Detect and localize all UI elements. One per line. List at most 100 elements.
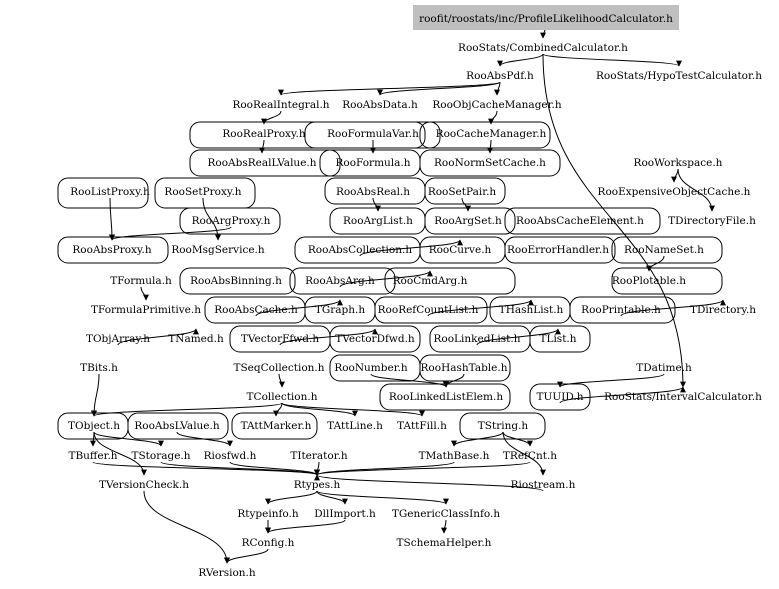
node-label: THashList.h	[499, 304, 564, 316]
node-label: RooErrorHandler.h	[507, 244, 609, 256]
dependency-edge	[377, 81, 501, 96]
node-label: RooWorkspace.h	[634, 157, 723, 169]
edge-bundle-outline	[424, 177, 506, 205]
node-label: TRefCnt.h	[503, 450, 557, 462]
node-label: RooCurve.h	[429, 244, 492, 256]
dependency-edge	[314, 461, 531, 476]
dependency-edge	[93, 431, 164, 447]
dependency-edge	[559, 386, 686, 404]
node-label: RooAbsRealLValue.h	[207, 157, 316, 169]
edge-bundle-outline	[611, 267, 723, 295]
node-label: TVectorFfwd.h	[241, 333, 319, 345]
graph-node: RooAbsRealLValue.h	[207, 157, 316, 169]
node-label: RooListProxy.h	[70, 186, 150, 198]
graph-node: Riostream.h	[511, 479, 576, 491]
dependency-edge	[265, 519, 346, 534]
graph-node: RooAbsArg.h	[305, 275, 375, 287]
node-label: TBuffer.h	[68, 450, 117, 462]
node-label: TDatime.h	[636, 362, 692, 374]
dependency-edge	[265, 490, 318, 505]
node-label: RooExpensiveObjectCache.h	[598, 186, 751, 198]
dependency-edge	[359, 239, 463, 257]
graph-node: RooRealIntegral.h	[232, 99, 329, 111]
graph-node: TObjArray.h	[86, 333, 150, 345]
graph-node: Riosfwd.h	[204, 450, 257, 462]
node-label: RooAbsArg.h	[305, 275, 375, 287]
node-label: TString.h	[478, 420, 529, 432]
dependency-edge	[92, 461, 320, 476]
node-label: RooLinkedList.h	[434, 333, 521, 345]
graph-node: TFormulaPrimitive.h	[91, 304, 201, 316]
node-label: RooSetPair.h	[428, 186, 497, 198]
node-label: TFormula.h	[110, 275, 172, 287]
graph-node: TList.h	[539, 333, 576, 345]
dependency-edge	[140, 286, 149, 301]
edge-bundle-outline	[329, 325, 421, 353]
graph-node: RooCmdArg.h	[393, 275, 468, 287]
node-label: RooObjCacheManager.h	[432, 99, 561, 111]
node-label: RooStats/CombinedCalculator.h	[458, 42, 628, 54]
graph-node: RooErrorHandler.h	[507, 244, 609, 256]
dependency-edge	[487, 139, 494, 154]
dependency-edge	[502, 431, 546, 476]
node-label: RooRefCountList.h	[378, 304, 479, 316]
node-label: RooNormSetCache.h	[434, 157, 546, 169]
edge-bundle-outline	[57, 177, 149, 209]
node-label: TUUID.h	[537, 391, 584, 403]
graph-node: RooSetPair.h	[428, 186, 497, 198]
dependency-edge	[281, 402, 358, 417]
node-label: TDirectoryFile.h	[668, 215, 756, 227]
graph-node: DllImport.h	[314, 508, 376, 520]
graph-node: TFormula.h	[110, 275, 172, 287]
edges-layer	[57, 24, 726, 564]
graph-node: RooArgSet.h	[434, 215, 502, 227]
node-label: RooNumber.h	[334, 362, 408, 374]
node-label: RooPrintable.h	[581, 304, 661, 316]
node-label: RooArgList.h	[343, 215, 413, 227]
node-label: RooAbsCacheElement.h	[516, 215, 644, 227]
graph-node: RooFormulaVar.h	[327, 128, 419, 140]
graph-node: TVectorFfwd.h	[241, 333, 319, 345]
node-label: RooArgSet.h	[434, 215, 502, 227]
dependency-edge	[143, 490, 230, 564]
edge-bundle-outline	[374, 296, 488, 324]
graph-node: RooAbsReal.h	[336, 186, 410, 198]
node-label: RooAbsData.h	[342, 99, 418, 111]
graph-node: RooAbsCollection.h	[308, 244, 412, 256]
node-label: TStorage.h	[131, 450, 190, 462]
graph-node: RConfig.h	[242, 537, 295, 549]
edge-bundle-outline	[189, 149, 341, 177]
edge-bundle-outline	[289, 267, 396, 295]
node-label: TObject.h	[68, 420, 120, 432]
node-label: RooMsgService.h	[171, 244, 265, 256]
dependency-edge	[316, 490, 449, 505]
node-label: RooCmdArg.h	[393, 275, 468, 287]
dependency-edge	[279, 328, 378, 346]
node-label: RooHashTable.h	[421, 362, 508, 374]
graph-node: TUUID.h	[537, 391, 584, 403]
graph-node: RooRefCountList.h	[378, 304, 479, 316]
dependency-edge	[273, 402, 283, 417]
node-label: TObjArray.h	[86, 333, 150, 345]
node-label: TMathBase.h	[419, 450, 490, 462]
graph-node: RooExpensiveObjectCache.h	[598, 186, 751, 198]
node-label: TIterator.h	[290, 450, 348, 462]
graph-node: RooObjCacheManager.h	[432, 99, 561, 111]
node-label: RooLinkedListElem.h	[389, 391, 503, 403]
edge-bundle-outline	[611, 236, 723, 264]
edge-bundle-outline	[419, 354, 511, 382]
edge-bundle-outline	[459, 412, 546, 440]
node-label: TBits.h	[80, 362, 118, 374]
node-label: TFormulaPrimitive.h	[91, 304, 201, 316]
dependency-edge	[427, 299, 534, 317]
graph-node: RooFormula.h	[335, 157, 410, 169]
node-label: RooFormula.h	[335, 157, 410, 169]
edge-bundle-outline	[504, 207, 661, 235]
graph-node: TVersionCheck.h	[99, 479, 189, 491]
graph-node: RooAbsBinning.h	[190, 275, 282, 287]
node-label: RooFormulaVar.h	[327, 128, 419, 140]
graph-node: RooAbsCache.h	[214, 304, 298, 316]
node-label: RooStats/IntervalCalculator.h	[604, 391, 762, 403]
edge-bundle-outline	[127, 412, 229, 440]
graph-node: RooStats/HypoTestCalculator.h	[596, 70, 762, 82]
